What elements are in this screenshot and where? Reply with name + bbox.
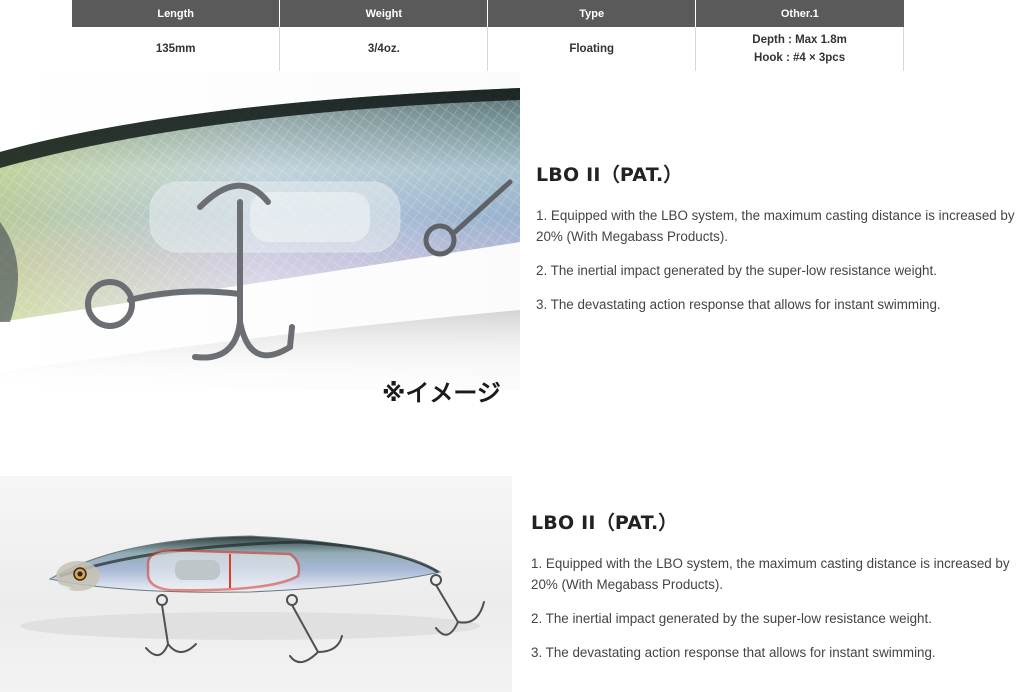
value-other: Depth : Max 1.8m Hook : #4 × 3pcs [695, 27, 904, 71]
feature-block-top: LBO II（PAT.） 1. Equipped with the LBO sy… [536, 160, 1020, 328]
header-other: Other.1 [695, 0, 904, 27]
feature-point-3: 3. The devastating action response that … [536, 297, 941, 312]
value-length: 135mm [72, 27, 281, 71]
value-type: Floating [487, 27, 697, 71]
feature-point-1: 1. Equipped with the LBO system, the max… [531, 556, 1010, 592]
header-weight: Weight [279, 0, 489, 27]
header-type: Type [487, 0, 697, 27]
value-weight: 3/4oz. [279, 27, 489, 71]
spec-table: Length Weight Type Other.1 135mm 3/4oz. … [72, 0, 904, 71]
feature-point-2: 2. The inertial impact generated by the … [531, 611, 932, 626]
feature-block-bottom: LBO II（PAT.） 1. Equipped with the LBO sy… [531, 508, 1015, 676]
lure-full-image [0, 476, 512, 692]
lure-full-illustration [20, 535, 485, 663]
header-length: Length [72, 0, 281, 27]
feature-title: LBO II（PAT.） [536, 164, 683, 186]
lure-closeup-illustration [0, 88, 520, 390]
feature-title: LBO II（PAT.） [531, 512, 678, 534]
feature-point-1: 1. Equipped with the LBO system, the max… [536, 208, 1015, 244]
spec-header-row: Length Weight Type Other.1 [72, 0, 904, 27]
feature-point-2: 2. The inertial impact generated by the … [536, 263, 937, 278]
feature-point-3: 3. The devastating action response that … [531, 645, 936, 660]
image-note: ※イメージ [382, 379, 501, 407]
value-depth: Depth : Max 1.8m [752, 34, 847, 46]
lure-closeup-image [0, 72, 520, 390]
spec-value-row: 135mm 3/4oz. Floating Depth : Max 1.8m H… [72, 27, 904, 71]
value-hook: Hook : #4 × 3pcs [754, 52, 846, 64]
